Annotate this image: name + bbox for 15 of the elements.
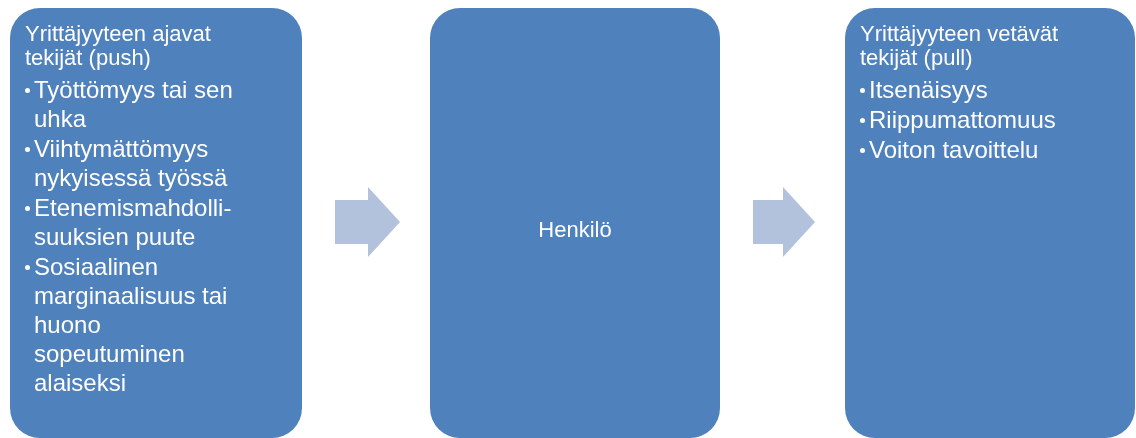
block-arrow: [335, 187, 400, 257]
bullet-text: Riippumattomuus: [869, 105, 1056, 134]
bullet-text: Työttömyys tai sen uhka: [34, 75, 234, 133]
box-heading: Yrittäjyyteen ajavat tekijät (push): [25, 22, 212, 70]
box-heading: Yrittäjyyteen vetävät tekijät (pull): [860, 22, 1060, 70]
bullet-text: Voiton tavoittelu: [869, 135, 1039, 164]
rounded-box: [10, 8, 302, 438]
node-label: Henkilö: [538, 216, 612, 244]
bullet-text: Viihtymättömyys nykyisessä työssä: [34, 134, 229, 192]
bullet-text: Etenemismahdolli-suuksien puute: [34, 193, 233, 251]
rounded-box: [430, 8, 720, 438]
block-arrow: [753, 187, 815, 257]
bullet-text: Sosiaalinen marginaalisuus tai huono sopeutuminen alaiseksi: [34, 252, 229, 397]
rounded-box: [845, 8, 1135, 438]
bullet-text: Itsenäisyys: [869, 75, 988, 104]
